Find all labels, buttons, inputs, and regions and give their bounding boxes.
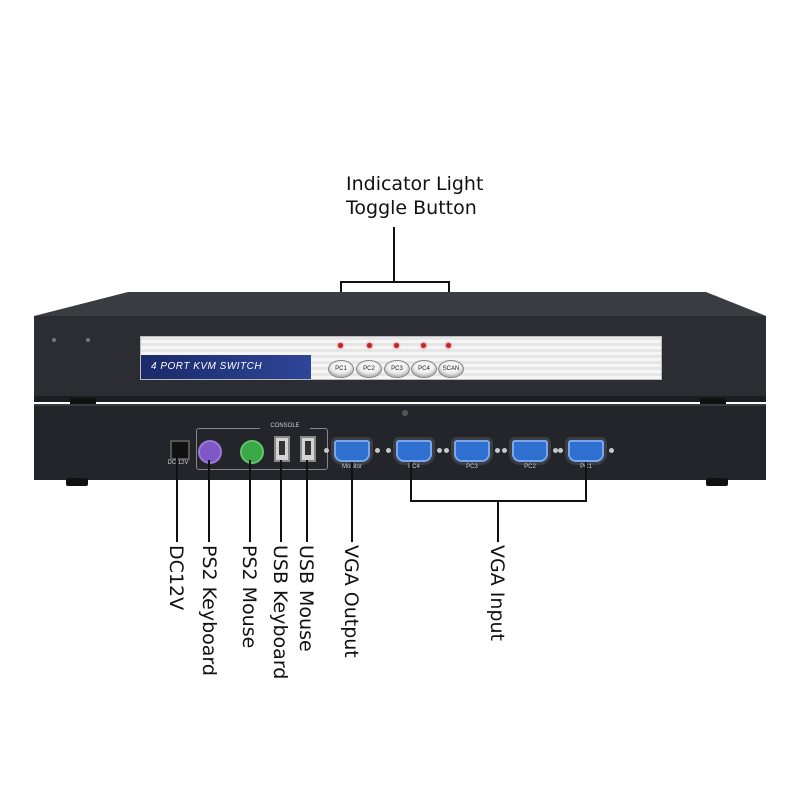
usb-mouse-leader <box>306 460 308 542</box>
vga-input-bracket-right <box>585 462 587 502</box>
vga-port-pc3 <box>444 440 500 462</box>
indicator-callout: Indicator Light Toggle Button <box>346 172 483 220</box>
dc-jack <box>170 440 190 460</box>
ps2-mouse-leader <box>249 460 251 542</box>
front-panel: 4 PORT KVM SWITCH <box>140 336 662 380</box>
indicator-callout-line1: Indicator Light <box>346 173 484 195</box>
led-pc2 <box>367 343 372 348</box>
vga-port-pc3-label: PC3 <box>466 464 478 470</box>
button-pc1[interactable]: PC1 <box>328 360 354 378</box>
vga-input-bracket-left <box>410 462 412 502</box>
usb-keyboard-port <box>274 436 290 462</box>
dc-jack-label: DC 12V <box>167 460 189 466</box>
usb-mouse-port <box>300 436 316 462</box>
label-vga-input: VGA Input <box>486 545 508 641</box>
ps2-keyboard-leader <box>208 460 210 542</box>
vga-port-pc1 <box>558 440 614 462</box>
ps2-mouse-port <box>240 440 264 464</box>
rear-screw <box>402 410 408 416</box>
vga-port-pc2-label: PC2 <box>524 464 536 470</box>
front-panel-title: 4 PORT KVM SWITCH <box>151 361 263 372</box>
vga-monitor-port <box>324 440 380 462</box>
label-ps2-mouse: PS2 Mouse <box>238 545 260 649</box>
vga-port-pc4 <box>386 440 442 462</box>
status-dot-1 <box>52 338 56 342</box>
ps2-keyboard-port <box>198 440 222 464</box>
vga-port-pc4-label: PC4 <box>408 464 420 470</box>
label-dc12v: DC12V <box>165 545 187 611</box>
foot-bottom-left <box>66 478 88 486</box>
usb-keyboard-leader <box>280 460 282 542</box>
label-usb-mouse: USB Mouse <box>295 545 317 652</box>
label-usb-keyboard: USB Keyboard <box>269 545 291 680</box>
console-label: CONSOLE <box>260 423 310 429</box>
indicator-callout-line2: Toggle Button <box>346 197 477 219</box>
button-pc2[interactable]: PC2 <box>356 360 382 378</box>
led-pc3 <box>394 343 399 348</box>
foot-bottom-right <box>706 478 728 486</box>
foot-top-left <box>70 398 96 406</box>
label-vga-output: VGA Output <box>340 545 362 658</box>
button-scan[interactable]: SCAN <box>438 360 464 378</box>
status-dot-2 <box>86 338 90 342</box>
led-pc1 <box>338 343 343 348</box>
label-ps2-keyboard: PS2 Keyboard <box>198 545 220 676</box>
indicator-bracket-top <box>340 281 450 283</box>
button-pc4[interactable]: PC4 <box>411 360 437 378</box>
foot-top-right <box>700 398 726 406</box>
kvm-top-chassis: 4 PORT KVM SWITCH <box>34 292 766 404</box>
led-pc4 <box>421 343 426 348</box>
indicator-leader-vertical <box>393 227 395 282</box>
dc-leader <box>176 456 178 542</box>
vga-port-pc2 <box>502 440 558 462</box>
front-panel-blue-band <box>141 355 311 379</box>
led-scan <box>446 343 451 348</box>
vga-output-leader <box>351 462 353 542</box>
vga-input-leader <box>497 500 499 542</box>
button-pc3[interactable]: PC3 <box>384 360 410 378</box>
